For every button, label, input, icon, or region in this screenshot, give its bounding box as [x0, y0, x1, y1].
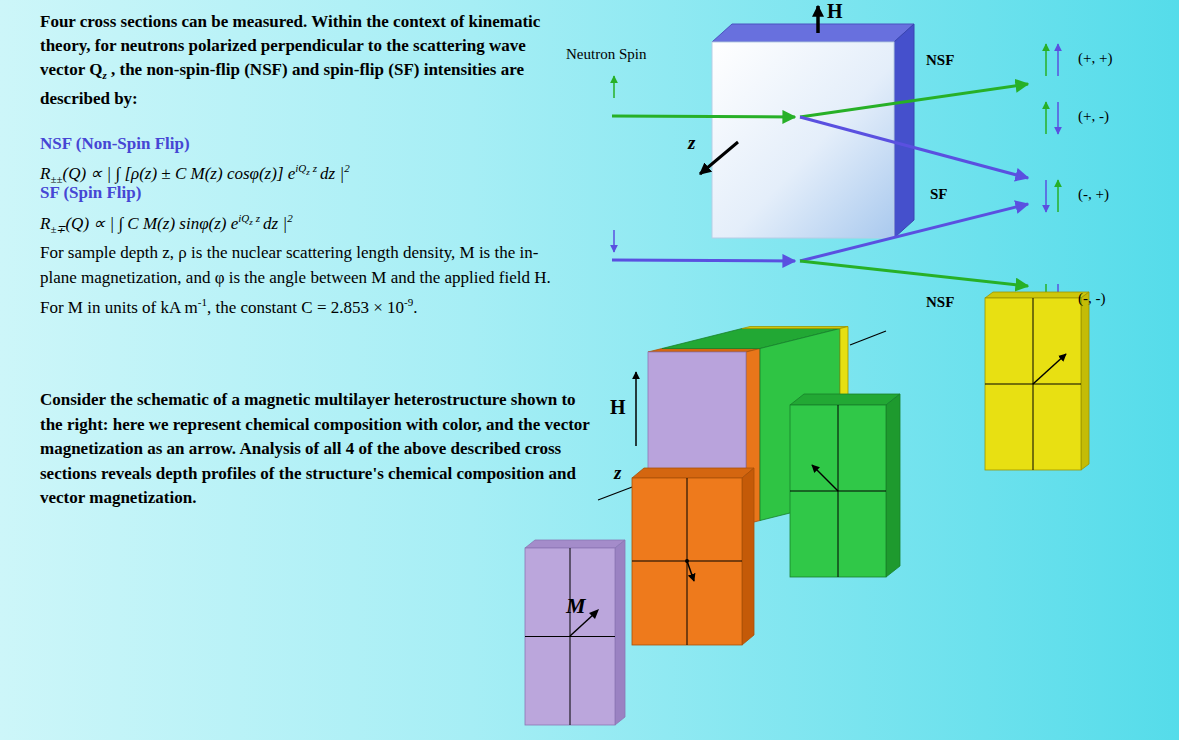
layer-plate	[520, 535, 632, 731]
scatter-label: NSF	[926, 294, 954, 311]
field-arrow	[635, 372, 637, 446]
neutron-beams	[612, 84, 1028, 286]
scatter-label: SF	[930, 186, 948, 203]
field-label: H	[610, 396, 626, 419]
equation: R±∓(Q) ∝ | ∫ C M(z) sinφ(z) eiQzzdz |2	[40, 206, 600, 241]
green-layer	[790, 394, 900, 577]
scatter-label: NSF	[926, 52, 954, 69]
purple-layer: M	[520, 535, 632, 731]
spin-up-arrow	[613, 76, 615, 98]
state-label: (+, +)	[1078, 50, 1112, 67]
field-arrow	[816, 6, 820, 33]
description-paragraph: Consider the schematic of a magnetic mul…	[40, 388, 600, 511]
definition-paragraph: For sample depth z, ρ is the nuclear sca…	[40, 240, 562, 320]
body-text: R	[40, 214, 50, 233]
script-text: iQ	[295, 162, 306, 174]
spin-state-symbols	[1046, 44, 1058, 316]
z-axis-arrow	[700, 142, 738, 174]
sample-slab	[712, 24, 914, 238]
axis-label: z	[614, 462, 621, 484]
script-text: z	[249, 217, 253, 227]
body-text: (Q) ∝ | ∫ C M(z) sinφ(z) e	[65, 214, 238, 233]
section-heading: NSF (Non-Spin Flip)	[40, 132, 580, 156]
script-text: -9	[404, 296, 413, 308]
script-text: ±∓	[50, 223, 65, 235]
body-text: SF (Spin Flip)	[40, 183, 141, 202]
script-text: dz |	[263, 214, 287, 233]
script-text: -1	[198, 296, 207, 308]
body-text: R	[40, 164, 50, 183]
body-text: , the non-spin-flip (NSF) and spin-flip …	[40, 60, 524, 108]
field-label: H	[827, 0, 843, 23]
script-text: z	[306, 167, 310, 177]
yellow-layer	[985, 292, 1089, 470]
axis-label: z	[688, 132, 695, 154]
script-text: z	[313, 162, 317, 174]
script-text: z	[256, 212, 260, 224]
orange-layer	[632, 468, 754, 645]
body-text: NSF (Non-Spin Flip)	[40, 134, 190, 153]
state-label: (-, -)	[1078, 290, 1105, 307]
state-label: (-, +)	[1078, 186, 1109, 203]
script-text: iQ	[238, 212, 249, 224]
intro-paragraph: Four cross sections can be measured. Wit…	[40, 10, 572, 111]
body-text: .	[413, 298, 417, 317]
spin-down-arrow	[613, 230, 615, 252]
spin-label: Neutron Spin	[566, 46, 646, 63]
body-text: , the constant C = 2.853 × 10	[207, 298, 404, 317]
vector-label: M	[566, 593, 586, 619]
script-text: 2	[344, 162, 350, 174]
script-text: dz |	[320, 164, 344, 183]
section-heading: SF (Spin Flip)	[40, 181, 580, 205]
script-text: z	[102, 69, 106, 81]
body-text: (Q) ∝ | ∫ [ρ(z) ± C M(z) cosφ(z)] e	[62, 164, 295, 183]
script-text: 2	[287, 212, 293, 224]
body-text: Consider the schematic of a magnetic mul…	[40, 390, 590, 507]
z-axis-line	[850, 331, 886, 345]
state-label: (+, -)	[1078, 108, 1109, 125]
